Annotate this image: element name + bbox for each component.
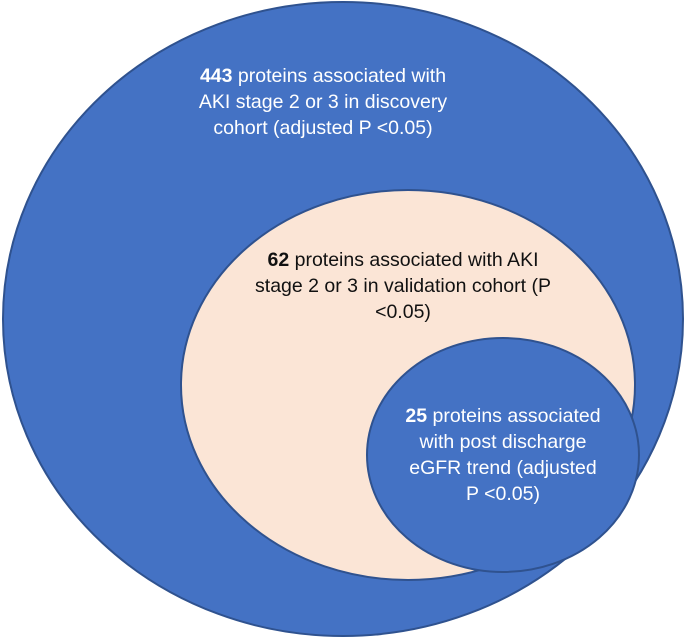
egfr-text-line3: eGFR trend (adjusted <box>409 457 597 479</box>
validation-text-line3: <0.05) <box>375 301 431 323</box>
discovery-count: 443 <box>199 65 233 87</box>
discovery-label: 443 proteins associated with AKI stage 2… <box>168 63 478 141</box>
validation-count: 62 <box>267 249 290 271</box>
discovery-text-line2: AKI stage 2 or 3 in discovery <box>198 91 448 113</box>
validation-label: 62 proteins associated with AKI stage 2 … <box>223 247 583 325</box>
discovery-text-line3: cohort (adjusted P <0.05) <box>213 117 433 139</box>
egfr-text-line1: proteins associated <box>432 405 601 427</box>
validation-text-line1: proteins associated with AKI <box>294 249 539 271</box>
discovery-text-line1: proteins associated with <box>237 65 447 87</box>
egfr-count: 25 <box>405 405 428 427</box>
egfr-text-line4: P <0.05) <box>466 483 540 505</box>
egfr-circle <box>366 337 640 573</box>
validation-text-line2: stage 2 or 3 in validation cohort (P <box>255 275 551 297</box>
egfr-label: 25 proteins associated with post dischar… <box>378 403 628 507</box>
egfr-text-line2: with post discharge <box>419 431 587 453</box>
